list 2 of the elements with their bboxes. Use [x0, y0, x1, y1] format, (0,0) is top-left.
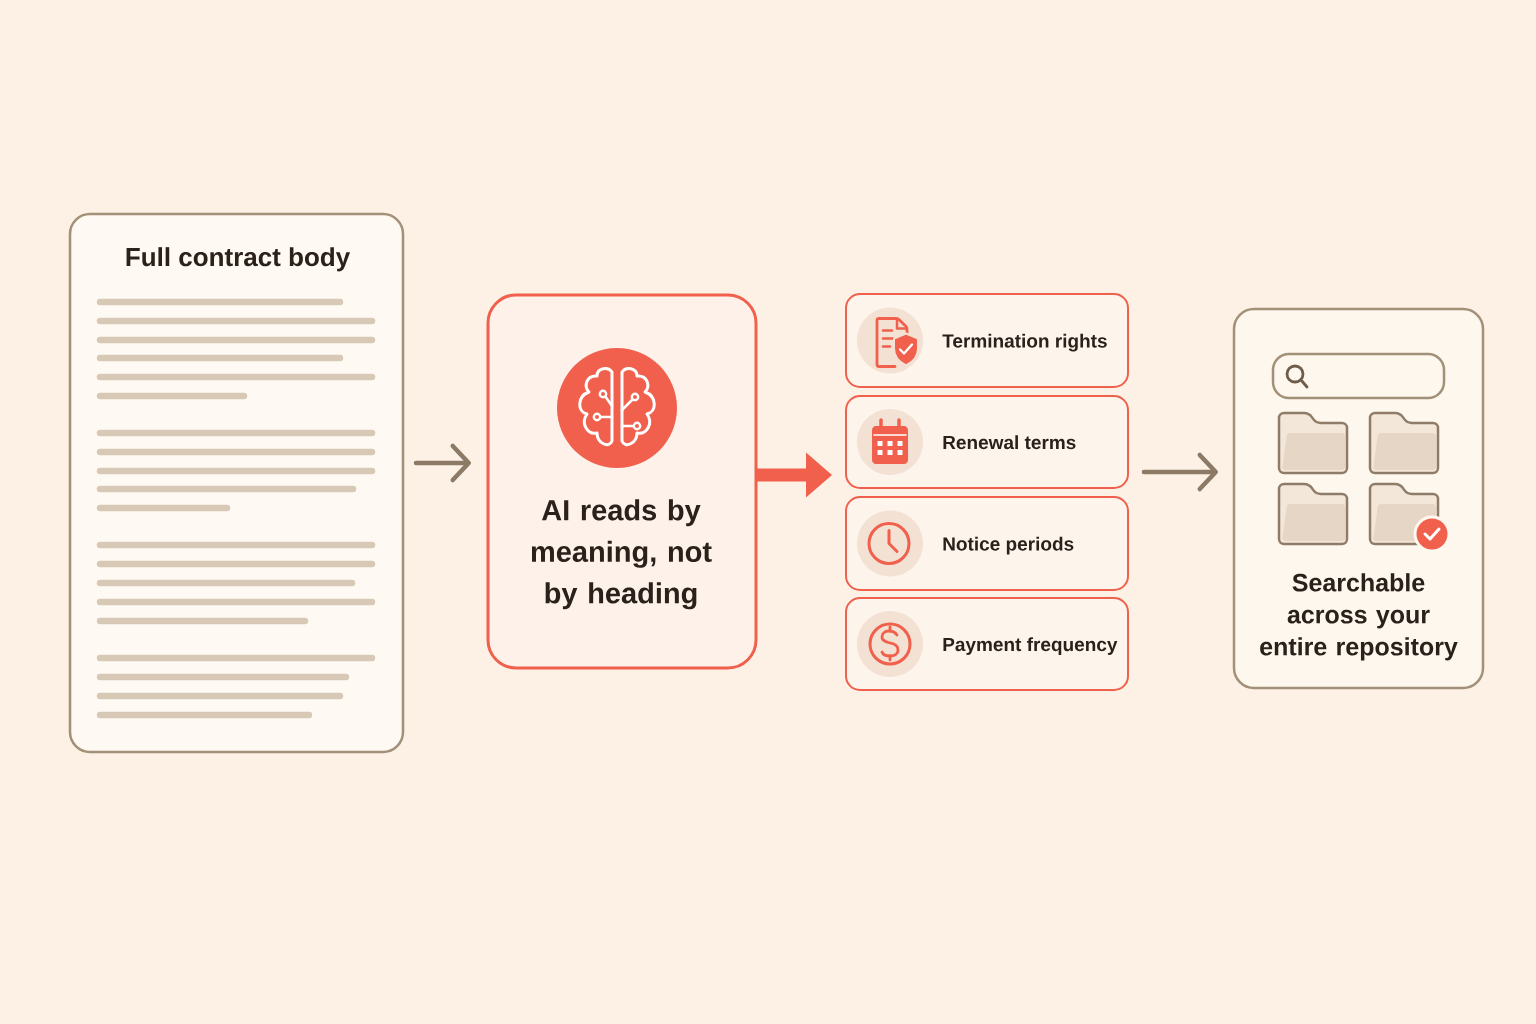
arrow [1141, 452, 1218, 492]
arrow [756, 452, 832, 498]
